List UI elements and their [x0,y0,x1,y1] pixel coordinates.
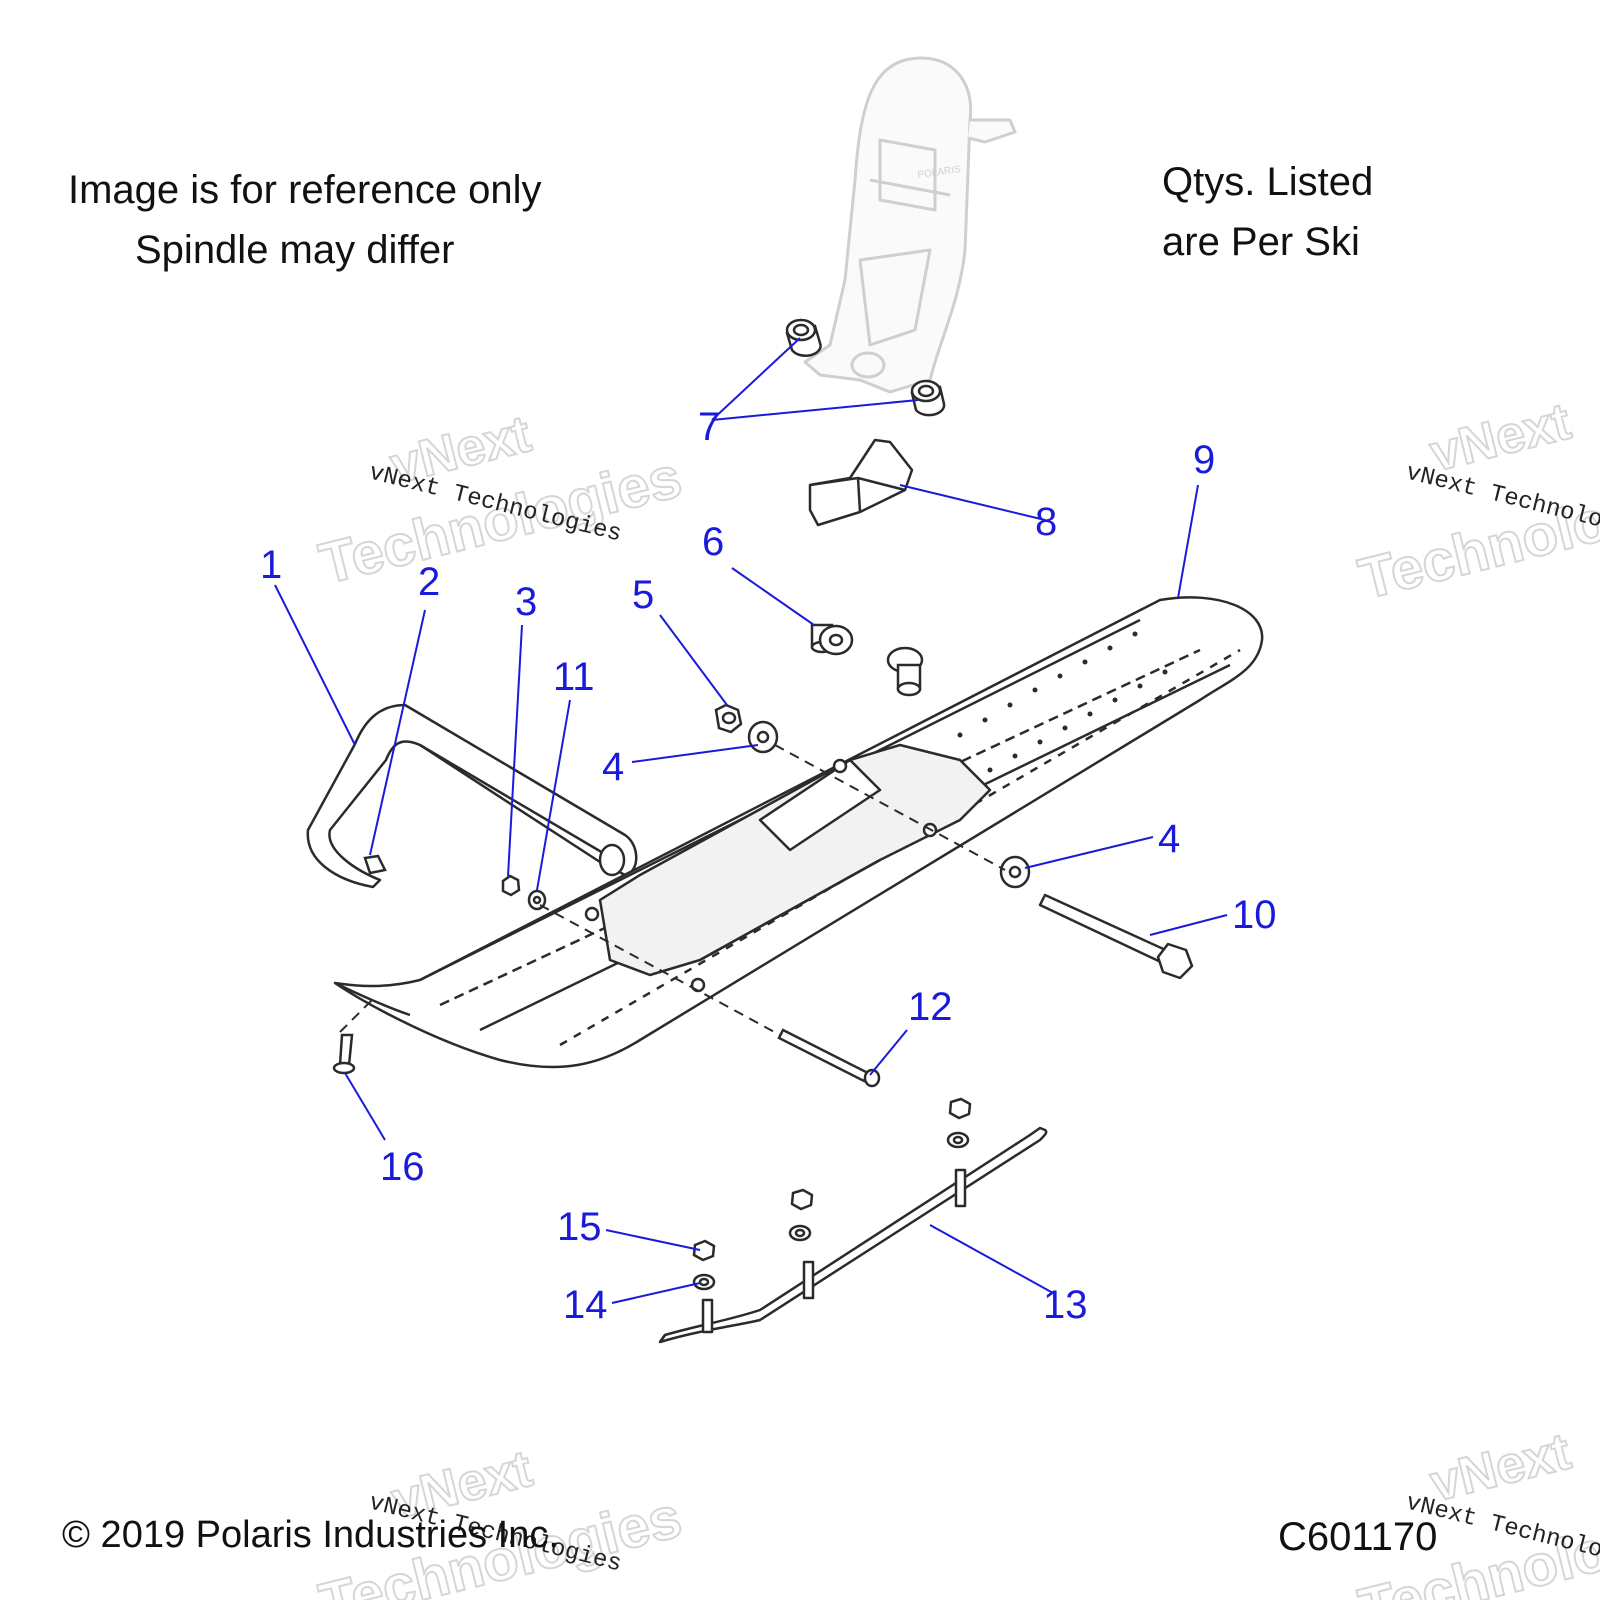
reference-note-line1: Image is for reference only [68,168,542,212]
part-9-ski [333,596,1264,1069]
callout-8: 8 [1035,500,1057,544]
watermark-top-left: vNext Technologies vNext Technologies [312,404,688,598]
part-4-washer-upper [747,720,779,754]
part-15-nut [692,1239,716,1262]
part-8-stop-block [808,438,914,527]
part-4-washer-lower [999,855,1031,889]
part-10-bolt [1038,893,1194,980]
callout-14: 14 [563,1283,608,1327]
callout-numbers: 1 2 3 11 5 6 7 8 9 4 4 10 12 16 15 14 13 [260,405,1277,1327]
alignment-lines [339,744,1006,1036]
callout-4-lower: 4 [1158,817,1180,861]
part-1-ski-loop [306,703,638,889]
quantity-note-line2: are Per Ski [1162,220,1360,264]
callout-11: 11 [553,655,595,699]
part-3-nut [501,874,521,897]
callout-7: 7 [698,405,720,449]
part-7-bushing-upper [785,318,822,357]
quantity-note-line1: Qtys. Listed [1162,160,1374,204]
part-7-bushing-lower [910,379,946,417]
part-6-pivot-bushing [810,623,854,656]
diagram-code: C601170 [1278,1515,1437,1559]
callout-2: 2 [418,560,440,604]
watermark-top-right: vNext Technologies vNext Technologies [1352,392,1600,613]
part-16-rivet [332,1033,356,1075]
spindle-reference: POLARIS [803,56,1017,394]
callout-10: 10 [1232,893,1277,937]
reference-note-line2: Spindle may differ [135,228,455,272]
part-6-pivot-bushing-right [886,646,924,697]
watermark-bottom-right: vNext Technologies vNext Technologies [1352,1422,1600,1600]
copyright-text: © 2019 Polaris Industries Inc. [62,1514,559,1556]
callout-12: 12 [908,985,953,1029]
part-5-nut [714,703,743,734]
part-13-wear-bar [658,1097,1048,1344]
callout-13: 13 [1043,1283,1088,1327]
callout-9: 9 [1193,438,1215,482]
callout-5: 5 [632,573,654,617]
ski-tread-dots [957,631,1168,773]
part-2-plug [363,854,387,875]
callout-3: 3 [515,580,537,624]
callout-1: 1 [260,543,282,587]
callout-4-upper: 4 [602,745,624,789]
leader-lines [274,337,1228,1304]
callout-16: 16 [380,1145,425,1189]
callout-6: 6 [702,520,724,564]
part-14-washer [692,1273,716,1291]
callout-15: 15 [557,1205,602,1249]
part-12-pin [777,1028,881,1088]
